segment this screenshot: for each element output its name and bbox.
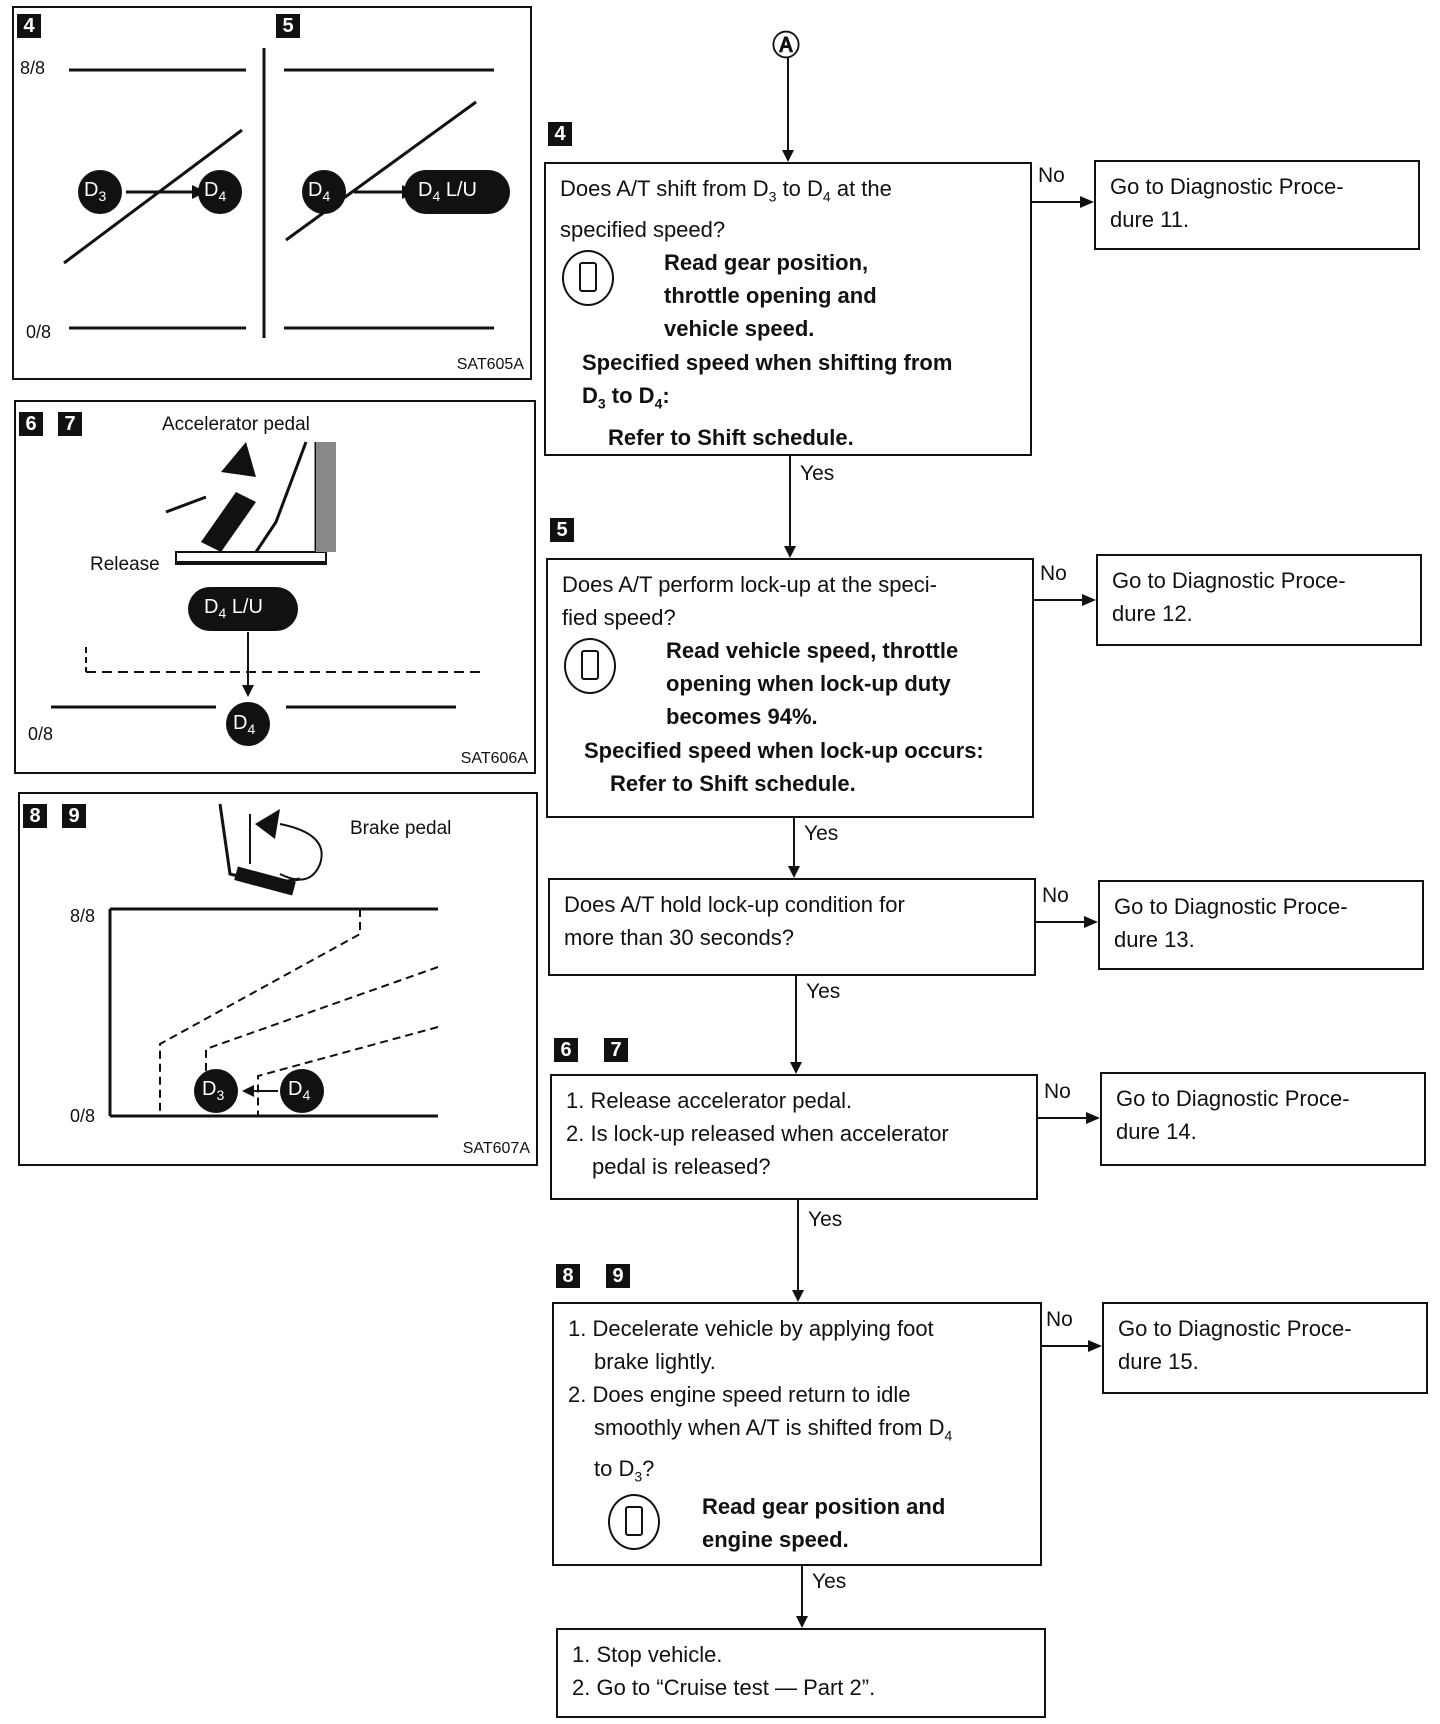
no-label: No [1040,562,1067,585]
final-action-text: 1. Stop vehicle. [572,1642,723,1667]
step-badge-6: 6 [19,412,43,436]
spec-text: Specified speed when shifting from [582,350,953,376]
question-text: 2. Does engine speed return to idle [568,1382,911,1407]
go-to-procedure-13: Go to Diagnostic Proce-dure 13. [1098,880,1424,970]
consult-tester-icon [564,638,616,694]
brake-pedal-label: Brake pedal [350,818,452,839]
spec-text: Specified speed when lock-up occurs: [584,738,984,763]
question-text: Does A/T shift from D3 to D4 at the [560,176,892,205]
shift-diagram-lines [63,48,510,338]
question-text: brake lightly. [594,1349,716,1374]
gear-d3-bubble: D3 [202,1078,225,1103]
no-label: No [1044,1080,1071,1103]
decision-box-lock-up-speed: Does A/T perform lock-up at the speci- f… [546,558,1034,818]
yes-label: Yes [804,822,839,845]
flow-step-6: 6 [554,1038,578,1062]
no-label: No [1042,884,1069,907]
gear-d4-bubble: D4 [204,179,227,204]
connector-a: Ⓐ [772,30,801,61]
throttle-label-bottom: 0/8 [28,724,54,744]
throttle-label-bottom: 0/8 [26,322,52,342]
gear-d4-bubble-right: D4 [308,179,331,204]
yes-label: Yes [806,980,841,1003]
question-text: 2. Is lock-up released when accelerator [566,1121,949,1146]
spec-text: D3 to D4: [582,383,670,412]
figure-code: SAT607A [462,1140,530,1157]
shift-diagram-panel-4-5: 4 5 8/8 0/8 D3 D4 D4 D4 L/U SAT605A [12,6,532,380]
step-badge-9: 9 [62,804,86,828]
gear-d4-lu-bubble: D4 L/U [418,179,477,204]
question-text: Does A/T perform lock-up at the speci- [562,572,937,597]
go-to-procedure-11: Go to Diagnostic Proce-dure 11. [1094,160,1420,250]
question-text: to D3? [594,1456,655,1485]
brake-diagram-panel-8-9: 8 9 Brake pedal 8/8 0/8 D3 D4 SAT607A [18,792,538,1166]
read-instruction: Read vehicle speed, throttle opening whe… [666,638,959,729]
question-text: more than 30 seconds? [564,925,794,950]
question-text: smoothly when A/T is shifted from D4 [594,1415,953,1444]
throttle-label-bottom: 0/8 [70,1106,96,1126]
decision-box-decelerate: 1. Decelerate vehicle by applying foot b… [552,1302,1042,1566]
no-label: No [1046,1308,1073,1331]
consult-tester-icon [608,1493,660,1550]
flow-step-9: 9 [606,1264,630,1288]
figure-code: SAT606A [460,750,528,767]
read-instruction: Read gear position and engine speed. [702,1493,946,1552]
flow-step-8: 8 [556,1264,580,1288]
decision-box-shift-d3-d4: Does A/T shift from D3 to D4 at the spec… [544,162,1032,456]
gear-d4-lu-bubble: D4 L/U [204,596,263,621]
go-to-procedure-12: Go to Diagnostic Proce-dure 12. [1096,554,1422,646]
yes-label: Yes [808,1208,843,1231]
flow-step-5: 5 [550,518,574,542]
spec-text: Refer to Shift schedule. [608,424,854,450]
flow-step-4: 4 [548,122,572,146]
spec-text: Refer to Shift schedule. [610,771,856,796]
yes-label: Yes [800,462,835,485]
question-text: fied speed? [562,605,676,630]
throttle-label-top: 8/8 [20,58,46,78]
decision-box-release-accelerator: 1. Release accelerator pedal. 2. Is lock… [550,1074,1038,1200]
throttle-label-top: 8/8 [70,906,96,926]
step-badge-4: 4 [17,14,41,38]
question-text: 1. Release accelerator pedal. [566,1088,853,1113]
decision-box-hold-lock-up: Does A/T hold lock-up condition for more… [548,878,1036,976]
gear-d3-bubble: D3 [84,179,107,204]
brake-diagram-lines [108,803,439,1118]
accelerator-diagram-lines [51,441,486,746]
question-text: Does A/T hold lock-up condition for [564,892,905,917]
final-action-text: 2. Go to “Cruise test — Part 2”. [572,1675,876,1700]
flow-step-7: 7 [604,1038,628,1062]
read-instruction: Read gear position, throttle opening and… [664,250,877,342]
question-text: 1. Decelerate vehicle by applying foot [568,1316,934,1341]
figure-code: SAT605A [456,356,524,373]
go-to-procedure-15: Go to Diagnostic Proce-dure 15. [1102,1302,1428,1394]
go-to-procedure-14: Go to Diagnostic Proce-dure 14. [1100,1072,1426,1166]
gear-d4-bubble: D4 [288,1078,311,1103]
final-action-box: 1. Stop vehicle. 2. Go to “Cruise test —… [556,1628,1046,1718]
question-text: specified speed? [560,217,726,243]
consult-tester-icon [562,250,614,307]
gear-d4-bubble: D4 [233,712,256,737]
accelerator-pedal-label: Accelerator pedal [162,414,310,435]
no-label: No [1038,164,1065,187]
question-text: pedal is released? [592,1154,771,1179]
yes-label: Yes [812,1570,847,1593]
step-badge-5: 5 [276,14,300,38]
accelerator-diagram-panel-6-7: 6 7 Accelerator pedal Release D4 L/U D4 … [14,400,536,774]
step-badge-8: 8 [23,804,47,828]
release-label: Release [90,554,160,575]
step-badge-7: 7 [58,412,82,436]
